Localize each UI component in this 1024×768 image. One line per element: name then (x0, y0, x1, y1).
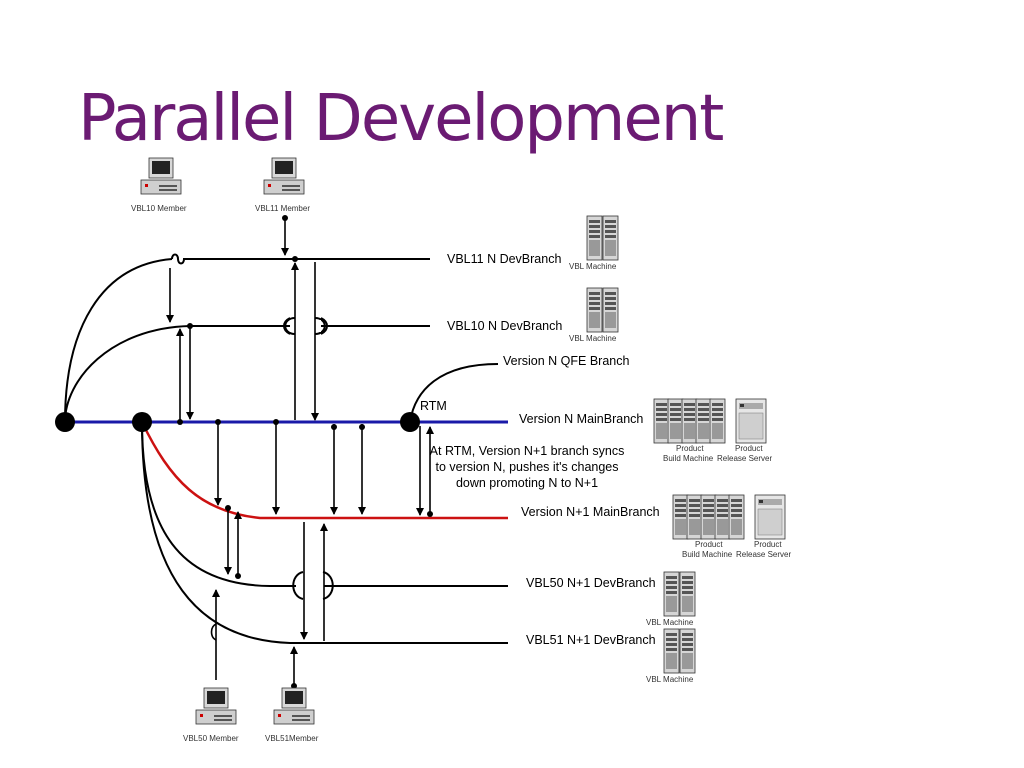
workstation-icon (195, 687, 237, 725)
svg-text:VBL51Member: VBL51Member (265, 734, 319, 743)
svg-text:Product: Product (676, 444, 704, 453)
rtm-note: At RTM, Version N+1 branch syncs to vers… (430, 444, 625, 490)
sync-arrows (166, 218, 434, 686)
label-next-branch: Version N+1 MainBranch (521, 505, 660, 519)
svg-text:Product: Product (754, 540, 782, 549)
workstation-icon (140, 157, 182, 195)
main-build-machine: Product Build Machine (653, 398, 726, 463)
server-icon (586, 215, 603, 261)
svg-text:Release Server: Release Server (717, 454, 772, 463)
vbl50-member: VBL50 Member (183, 687, 239, 743)
vbl51-member: VBL51Member (265, 687, 319, 743)
svg-text:VBL Machine: VBL Machine (646, 675, 694, 684)
server-icon (679, 571, 696, 617)
svg-text:VBL Machine: VBL Machine (569, 334, 617, 343)
branch-points (55, 215, 433, 689)
label-main-branch: Version N MainBranch (519, 412, 643, 426)
server-icon (679, 628, 696, 674)
server-icon (602, 215, 619, 261)
label-qfe-branch: Version N QFE Branch (503, 354, 629, 368)
vbl10-machine: VBL Machine (569, 287, 619, 343)
vbl10-member: VBL10 Member (131, 157, 187, 213)
label-vbl10-branch: VBL10 N DevBranch (447, 319, 562, 333)
svg-text:VBL10 Member: VBL10 Member (131, 204, 187, 213)
server-icon (586, 287, 603, 333)
note-line-1: At RTM, Version N+1 branch syncs (430, 444, 625, 458)
slide-title: Parallel Development (78, 82, 724, 156)
server-rack-icon (672, 494, 689, 540)
server-icon (735, 398, 767, 444)
note-line-3: down promoting N to N+1 (456, 476, 598, 490)
svg-text:VBL11 Member: VBL11 Member (255, 204, 310, 213)
label-rtm: RTM (420, 399, 447, 413)
svg-text:Product: Product (735, 444, 763, 453)
main-release-server: Product Release Server (717, 398, 772, 463)
vbl11-machine: VBL Machine (569, 215, 619, 271)
next-release-server: Product Release Server (736, 494, 791, 559)
svg-text:Build Machine: Build Machine (682, 550, 733, 559)
svg-text:VBL Machine: VBL Machine (646, 618, 694, 627)
server-icon (663, 628, 680, 674)
svg-text:VBL50 Member: VBL50 Member (183, 734, 239, 743)
server-icon (663, 571, 680, 617)
label-vbl51-branch: VBL51 N+1 DevBranch (526, 633, 656, 647)
branch-lines (60, 253, 508, 644)
server-icon (754, 494, 786, 540)
vbl51-machine: VBL Machine (646, 628, 696, 684)
vbl50-machine: VBL Machine (646, 571, 696, 627)
label-vbl50-branch: VBL50 N+1 DevBranch (526, 576, 656, 590)
vbl11-member: VBL11 Member (255, 157, 310, 213)
svg-text:VBL Machine: VBL Machine (569, 262, 617, 271)
workstation-icon (263, 157, 305, 195)
svg-text:Build Machine: Build Machine (663, 454, 714, 463)
svg-text:Release Server: Release Server (736, 550, 791, 559)
server-rack-icon (653, 398, 670, 444)
note-line-2: to version N, pushes it's changes (435, 460, 618, 474)
server-icon (602, 287, 619, 333)
workstation-icon (273, 687, 315, 725)
svg-text:Product: Product (695, 540, 723, 549)
next-build-machine: Product Build Machine (672, 494, 745, 559)
label-vbl11-branch: VBL11 N DevBranch (447, 252, 561, 266)
